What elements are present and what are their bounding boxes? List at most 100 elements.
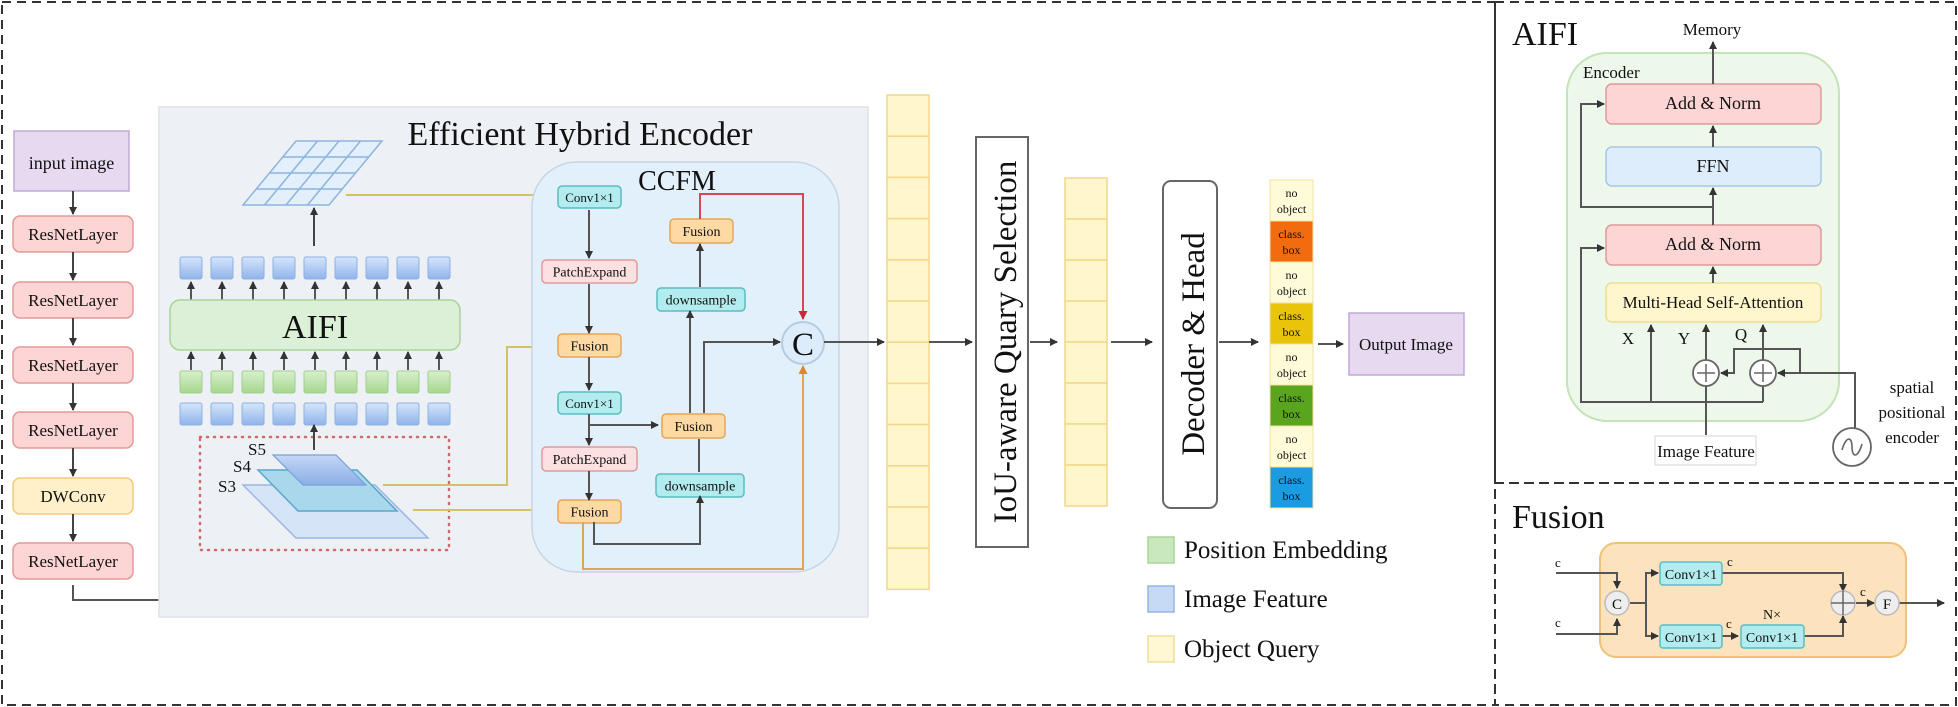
efficient-hybrid-encoder: Efficient Hybrid Encoder AIFI S5 S4 S3 C… bbox=[158, 106, 885, 618]
repeat-label: N× bbox=[1763, 608, 1781, 623]
backbone-layer-label: ResNetLayer bbox=[28, 421, 118, 440]
query-selection-box[interactable] bbox=[975, 136, 1029, 548]
c-label-in-top: c bbox=[1555, 555, 1561, 570]
legend-label: Image Feature bbox=[1184, 586, 1328, 613]
backbone-layer-label: ResNetLayer bbox=[28, 552, 118, 571]
output-token bbox=[396, 256, 420, 280]
selected-query-cell bbox=[1064, 464, 1108, 507]
output-image-box[interactable] bbox=[1348, 312, 1465, 376]
c-label-mid-bottom: c bbox=[1726, 616, 1732, 631]
image-feature-token bbox=[365, 402, 389, 426]
backbone: input image ResNetLayerResNetLayerResNet… bbox=[12, 130, 347, 601]
ccfm-downsample-bottom-label: downsample bbox=[665, 480, 736, 495]
aifi-detail-panel: AIFI Memory Encoder Add & Norm FFN Add &… bbox=[1512, 16, 1946, 467]
fusion-concat-circle bbox=[1604, 590, 1630, 616]
image-feature-token bbox=[179, 402, 203, 426]
output-token bbox=[303, 256, 327, 280]
fusion-conv-repeat[interactable] bbox=[1740, 624, 1805, 649]
ccfm-fusion-mid-label: Fusion bbox=[570, 340, 608, 355]
output-token bbox=[365, 256, 389, 280]
spe-label-line1: spatial bbox=[1890, 378, 1935, 397]
ccfm-title: CCFM bbox=[638, 166, 716, 197]
aifi-block-label: AIFI bbox=[282, 309, 348, 346]
selected-query-cell bbox=[1064, 259, 1108, 302]
prediction-no-object bbox=[1269, 261, 1314, 304]
prediction-label-line2: object bbox=[1277, 284, 1307, 298]
prediction-label-line1: no bbox=[1286, 186, 1298, 200]
image-feature-input-label: Image Feature bbox=[1657, 442, 1755, 461]
aifi-block[interactable] bbox=[169, 299, 461, 351]
fusion-concat-label: C bbox=[1612, 597, 1622, 613]
prediction-class-box bbox=[1269, 220, 1314, 263]
prediction-label-line2: box bbox=[1283, 489, 1301, 503]
object-query-cell bbox=[886, 341, 930, 385]
input-image-box[interactable] bbox=[13, 130, 130, 192]
c-label-in-bottom: c bbox=[1555, 615, 1561, 630]
prediction-class-box bbox=[1269, 302, 1314, 345]
object-query-cell bbox=[886, 547, 930, 591]
output-token-row bbox=[179, 256, 451, 300]
backbone-layer-label: ResNetLayer bbox=[28, 291, 118, 310]
legend-swatch bbox=[1147, 536, 1175, 564]
image-feature-token bbox=[427, 402, 451, 426]
query-column-after bbox=[1064, 177, 1108, 507]
fusion-conv-bottom[interactable] bbox=[1659, 624, 1723, 649]
ccfm-patchexpand-top-label: PatchExpand bbox=[553, 266, 627, 281]
prediction-class-box bbox=[1269, 466, 1314, 509]
decoder-head-label: Decoder & Head bbox=[1176, 232, 1212, 456]
ccfm-conv-top[interactable] bbox=[557, 185, 622, 209]
prediction-label-line2: box bbox=[1283, 243, 1301, 257]
resnet-layer[interactable] bbox=[12, 542, 134, 580]
position-embedding-token bbox=[179, 370, 203, 394]
selected-query-cell bbox=[1064, 382, 1108, 425]
fusion-conv-top[interactable] bbox=[1659, 561, 1723, 586]
output-token bbox=[272, 256, 296, 280]
legend-label: Position Embedding bbox=[1184, 537, 1388, 564]
s4-to-fusion-line bbox=[383, 342, 554, 486]
object-query-cell bbox=[886, 382, 930, 426]
fusion-conv-repeat-label: Conv1×1 bbox=[1746, 631, 1798, 646]
position-embedding-row bbox=[179, 351, 451, 394]
prediction-no-object bbox=[1269, 425, 1314, 468]
fusion-f-label: F bbox=[1883, 597, 1891, 613]
prediction-label-line2: object bbox=[1277, 366, 1307, 380]
c-label-after-sum: c bbox=[1860, 584, 1866, 599]
main-panel-frame bbox=[1, 1, 1496, 706]
concat-label: C bbox=[792, 327, 814, 363]
ccfm-downsample-top-label: downsample bbox=[666, 294, 737, 309]
ccfm-fusion-right-mid-label: Fusion bbox=[674, 420, 712, 435]
prediction-no-object bbox=[1269, 179, 1314, 222]
spe-label-line3: encoder bbox=[1885, 428, 1939, 447]
add-norm-bottom-label: Add & Norm bbox=[1665, 234, 1761, 254]
position-embedding-token bbox=[396, 370, 420, 394]
object-query-cell bbox=[886, 94, 930, 137]
decoder-head-box[interactable] bbox=[1162, 180, 1218, 509]
image-feature-token bbox=[241, 402, 265, 426]
legend-swatch bbox=[1147, 635, 1175, 663]
position-embedding-token bbox=[272, 370, 296, 394]
ccfm-patchexpand-top[interactable] bbox=[541, 259, 638, 284]
scale-label-s5: S5 bbox=[248, 440, 266, 459]
prediction-label-line1: no bbox=[1286, 432, 1298, 446]
fusion-connections bbox=[1556, 569, 1945, 640]
legend-label: Object Query bbox=[1184, 636, 1320, 663]
position-embedding-token bbox=[365, 370, 389, 394]
prediction-label-line2: object bbox=[1277, 448, 1307, 462]
add-norm-top-label: Add & Norm bbox=[1665, 93, 1761, 113]
image-feature-token bbox=[396, 402, 420, 426]
memory-label: Memory bbox=[1683, 20, 1742, 39]
image-feature-token bbox=[303, 402, 327, 426]
output-image-label: Output Image bbox=[1359, 335, 1453, 354]
scale-label-s3: S3 bbox=[218, 477, 236, 496]
prediction-label-line2: box bbox=[1283, 407, 1301, 421]
output-token bbox=[427, 256, 451, 280]
prediction-label-line2: box bbox=[1283, 325, 1301, 339]
object-query-cell bbox=[886, 259, 930, 302]
ccfm-fusion-right-mid[interactable] bbox=[661, 413, 726, 439]
encoder-label: Encoder bbox=[1583, 63, 1640, 82]
output-token bbox=[334, 256, 358, 280]
image-feature-input-box bbox=[1654, 435, 1757, 466]
ccfm-downsample-top[interactable] bbox=[656, 287, 746, 312]
